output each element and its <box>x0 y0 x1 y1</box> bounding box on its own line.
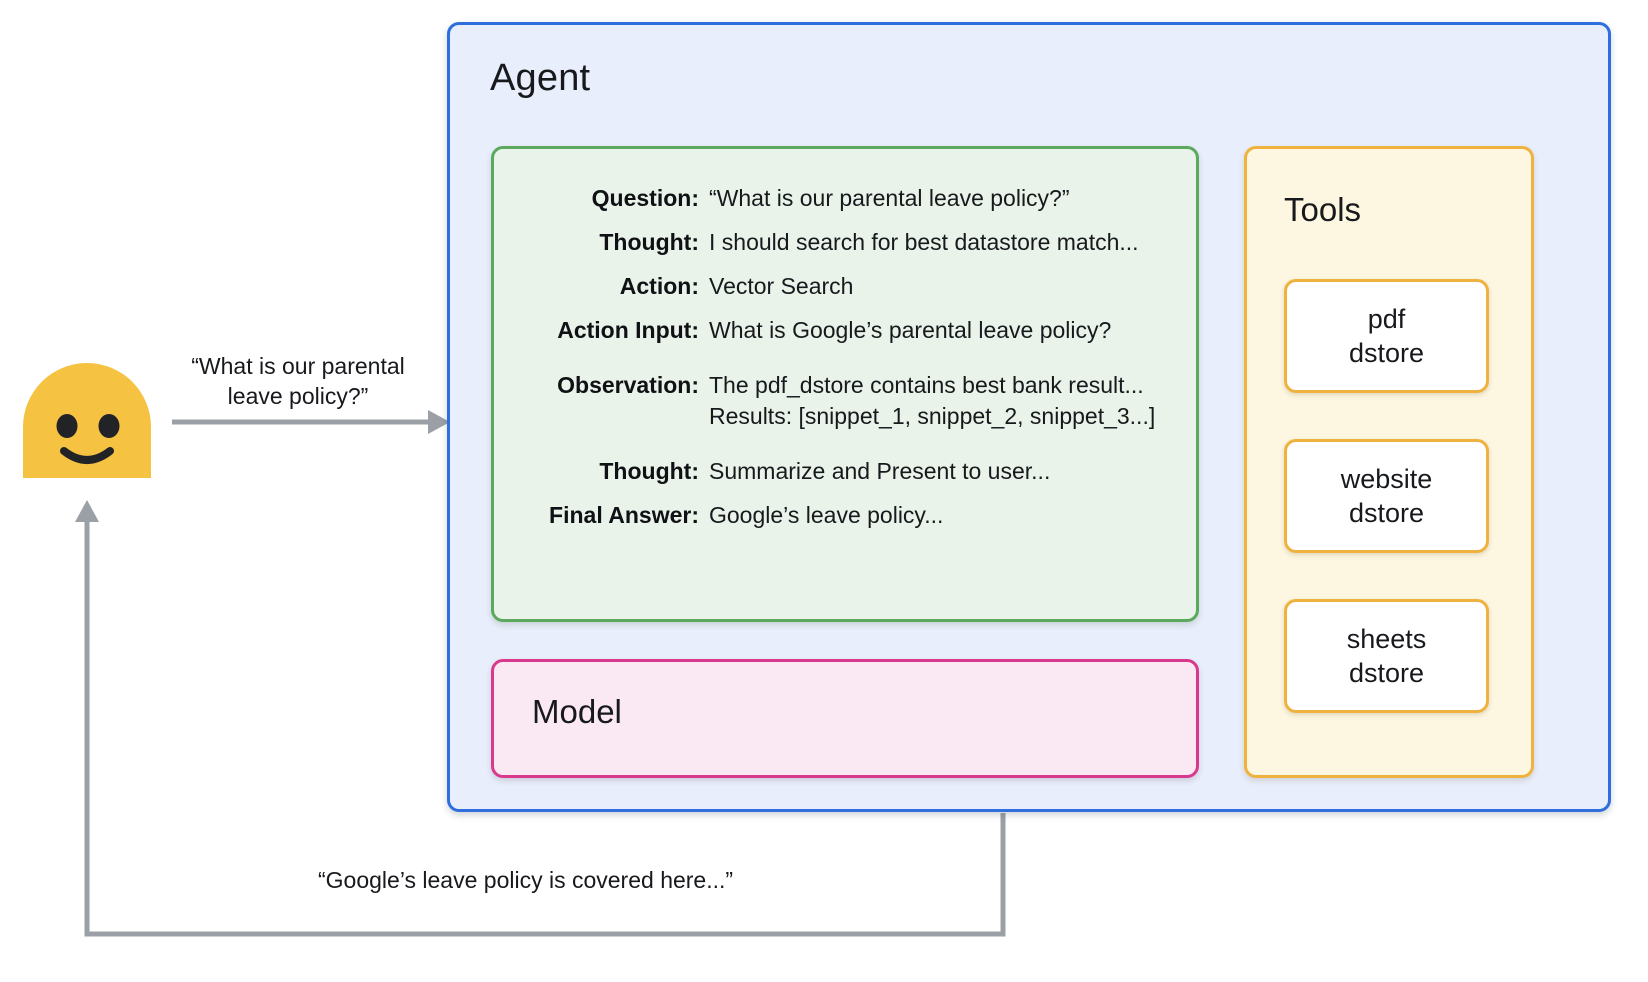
avatar-left-eye <box>56 414 78 438</box>
trace-row-label: Thought: <box>599 458 699 484</box>
model-panel: Model <box>491 659 1199 778</box>
trace-row-value: What is Google’s parental leave policy? <box>709 317 1112 343</box>
tool-card-pdf-dstore[interactable]: pdf dstore <box>1284 279 1489 393</box>
tools-panel: Tools pdf dstore website dstore sheets d… <box>1244 146 1534 778</box>
tool-card-website-dstore[interactable]: website dstore <box>1284 439 1489 553</box>
trace-row-label: Action: <box>619 273 699 299</box>
tool-card-sheets-dstore[interactable]: sheets dstore <box>1284 599 1489 713</box>
avatar-right-eye <box>98 414 120 438</box>
agent-trace-rows: Question: “What is our parental leave po… <box>494 183 1196 544</box>
trace-row: Thought: I should search for best datast… <box>494 227 1196 258</box>
trace-row-label: Final Answer: <box>549 502 699 528</box>
trace-row-value: Summarize and Present to user... <box>709 458 1051 484</box>
tools-title: Tools <box>1284 191 1362 228</box>
agent-trace-panel: Question: “What is our parental leave po… <box>491 146 1199 622</box>
trace-row: Action: Vector Search <box>494 271 1196 302</box>
trace-row: Observation: The pdf_dstore contains bes… <box>494 370 1196 432</box>
trace-row-label: Observation: <box>557 372 699 398</box>
trace-row: Thought: Summarize and Present to user..… <box>494 456 1196 487</box>
trace-row: Action Input: What is Google’s parental … <box>494 315 1196 346</box>
agent-container: Agent Question: “What is our parental le… <box>447 22 1611 812</box>
agent-answer-label: “Google’s leave policy is covered here..… <box>318 867 734 893</box>
user-question-label: “What is our parental leave policy?” <box>191 353 405 409</box>
trace-row-value: The pdf_dstore contains best bank result… <box>709 372 1156 429</box>
trace-row: Final Answer: Google’s leave policy... <box>494 500 1196 531</box>
avatar-smile <box>60 447 114 464</box>
trace-row-value: Vector Search <box>709 273 854 299</box>
user-avatar <box>20 363 154 478</box>
trace-row: Question: “What is our parental leave po… <box>494 183 1196 214</box>
trace-row-value: “What is our parental leave policy?” <box>709 185 1070 211</box>
trace-row-value: Google’s leave policy... <box>709 502 944 528</box>
trace-row-value: I should search for best datastore match… <box>709 229 1139 255</box>
model-title: Model <box>532 693 622 730</box>
trace-row-label: Question: <box>591 185 699 211</box>
agent-title: Agent <box>490 57 591 99</box>
user-to-agent-arrow <box>172 410 450 434</box>
trace-row-label: Action Input: <box>557 317 699 343</box>
trace-row-label: Thought: <box>599 229 699 255</box>
